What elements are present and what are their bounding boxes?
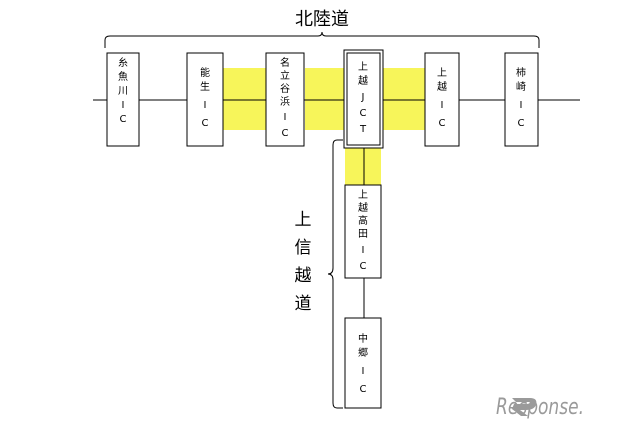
node-char: 浜 — [280, 96, 290, 108]
watermark-text: Response. — [496, 395, 584, 420]
node-char: 越 — [358, 201, 368, 214]
node-box — [344, 184, 382, 279]
node-char: 上 — [437, 67, 447, 79]
response-logo: Response. — [496, 395, 584, 420]
node-char: 魚 — [118, 70, 128, 83]
node-char: 立 — [280, 69, 290, 82]
node-box — [265, 52, 305, 147]
node-char: 生 — [200, 80, 210, 93]
node-char: 崎 — [516, 80, 526, 93]
node-itoigawa: 糸 魚 川 I C — [106, 52, 140, 147]
node-char: 田 — [358, 229, 368, 240]
joshinetsu-title: 上 信 越 道 — [295, 210, 312, 314]
node-joetsu-jct: 上 越 J C T — [343, 49, 384, 149]
node-char: 郷 — [358, 347, 368, 359]
node-char: 糸 — [118, 57, 128, 69]
node-box — [504, 52, 539, 147]
node-char: 越 — [437, 80, 447, 93]
highlight-segments — [223, 68, 425, 186]
node-joetsu: 上 越 I C — [424, 52, 460, 147]
node-char: C — [360, 261, 367, 272]
node-joetsu-takada: 上 越 高 田 I C — [344, 184, 382, 279]
node-char: 谷 — [280, 83, 290, 95]
joshinetsu-title-char: 上 — [295, 210, 312, 230]
highlight-jct-takada — [345, 148, 381, 186]
highlight-nadachi-jct — [305, 68, 345, 130]
node-char: 名 — [280, 56, 290, 69]
node-char: I — [284, 112, 287, 123]
node-nadachi: 名 立 谷 浜 I C — [265, 52, 305, 147]
node-nakago: 中 郷 I C — [344, 317, 382, 409]
node-char: C — [282, 128, 289, 139]
node-char: I — [122, 100, 125, 111]
hokuriku-title: 北陸道 — [295, 9, 349, 30]
node-char: 高 — [358, 214, 368, 227]
node-char: I — [362, 366, 365, 377]
node-char: I — [204, 100, 207, 111]
joshinetsu-title-char: 越 — [295, 266, 312, 286]
node-char: 川 — [118, 86, 128, 97]
node-box — [424, 52, 460, 147]
node-char: J — [361, 92, 365, 103]
node-char: I — [520, 100, 523, 111]
node-box-inner — [346, 52, 381, 146]
joshinetsu-title-char: 道 — [295, 294, 312, 314]
node-box — [186, 52, 224, 147]
node-char: C — [439, 118, 446, 129]
node-char: I — [362, 245, 365, 256]
node-kakizaki: 柿 崎 I C — [504, 52, 539, 147]
node-char: 中 — [358, 332, 368, 345]
node-char: C — [120, 114, 127, 125]
hokuriku-brace — [104, 31, 540, 48]
node-char: C — [360, 384, 367, 395]
node-char: T — [359, 124, 367, 135]
joshinetsu-brace — [327, 139, 343, 409]
node-char: 越 — [358, 74, 368, 87]
joshinetsu-title-char: 信 — [295, 238, 312, 258]
node-char: C — [202, 118, 209, 129]
node-char: I — [441, 100, 444, 111]
node-char: 能 — [200, 66, 210, 79]
response-logo-mark — [512, 398, 537, 416]
highlight-jct-joetsu — [383, 68, 425, 130]
node-char: C — [360, 108, 367, 119]
node-char: 柿 — [516, 66, 526, 79]
node-char: C — [518, 118, 525, 129]
node-nou: 能 生 I C — [186, 52, 224, 147]
node-box — [344, 317, 382, 409]
node-char: 上 — [358, 189, 368, 201]
node-char: 上 — [358, 61, 368, 73]
node-box — [106, 52, 140, 147]
highlight-nou-nadachi — [223, 68, 266, 130]
